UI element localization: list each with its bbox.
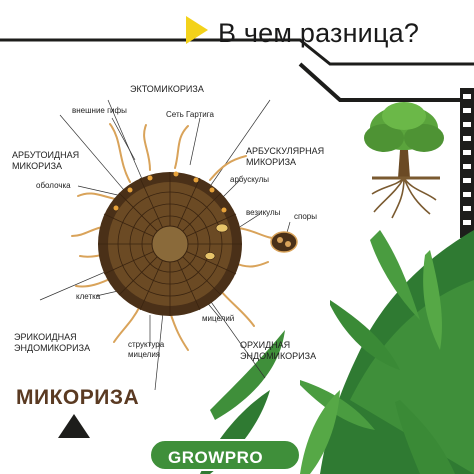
label-mycelium-structure-line1: структура bbox=[128, 340, 165, 349]
label-external-hyphae: внешние гифы bbox=[72, 106, 127, 115]
label-mantle: оболочка bbox=[36, 181, 71, 190]
vesicles bbox=[204, 223, 229, 260]
label-vesicles: везикулы bbox=[246, 208, 281, 217]
play-triangle-icon bbox=[186, 16, 208, 44]
label-orchid-line1: ОРХИДНАЯ bbox=[240, 340, 291, 350]
header-shadow-line bbox=[298, 62, 474, 102]
page-title: В чем разница? bbox=[218, 18, 420, 48]
label-arbuscular-line1: АРБУСКУЛЯРНАЯ bbox=[246, 146, 325, 156]
label-arbuscules: арбускулы bbox=[230, 175, 270, 184]
cell-grid bbox=[98, 172, 242, 316]
label-orchid-line2: ЭНДОМИКОРИЗА bbox=[240, 351, 317, 361]
brand-logo-badge bbox=[149, 439, 301, 471]
label-arbutoid-line2: МИКОРИЗА bbox=[12, 161, 63, 171]
label-ectomycorrhiza: ЭКТОМИКОРИЗА bbox=[130, 84, 204, 94]
main-title: МИКОРИЗА bbox=[16, 386, 140, 409]
vascular-core bbox=[151, 225, 189, 263]
cannabis-leaves-illustration bbox=[200, 230, 474, 474]
label-cell: клетка bbox=[76, 292, 101, 301]
label-mycelium: мицелий bbox=[202, 314, 235, 323]
striped-band bbox=[460, 88, 474, 238]
label-arbuscular-line2: МИКОРИЗА bbox=[246, 157, 297, 167]
label-ericoid-line1: ЭРИКОИДНАЯ bbox=[14, 332, 77, 342]
label-arbutoid-line1: АРБУТОИДНАЯ bbox=[12, 150, 80, 160]
label-spores: споры bbox=[294, 212, 317, 221]
header-divider bbox=[0, 38, 474, 66]
tree-icon bbox=[364, 102, 444, 219]
label-ericoid-line2: ЭНДОМИКОРИЗА bbox=[14, 343, 91, 353]
hartig-net-dots bbox=[113, 171, 227, 213]
triangle-marker-icon bbox=[58, 414, 90, 438]
brand-logo-text: GROWPRO bbox=[168, 448, 264, 467]
spore-cluster bbox=[270, 231, 298, 253]
label-hartig-net: Сеть Гартига bbox=[166, 110, 214, 119]
label-mycelium-structure-line2: мицелия bbox=[128, 350, 161, 359]
